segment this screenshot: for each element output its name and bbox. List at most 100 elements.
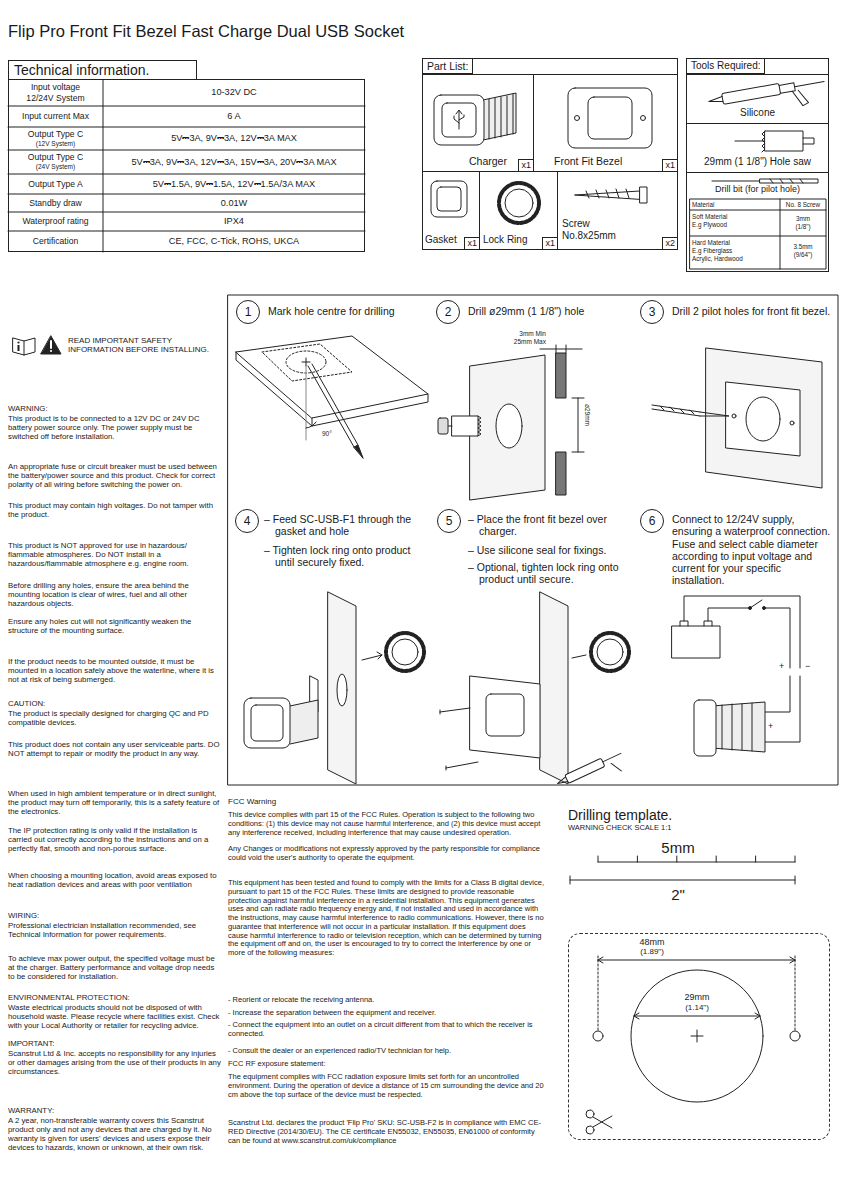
lock-ring-drawing-part <box>499 183 539 223</box>
safety-text: The IP protection rating is only valid i… <box>8 826 221 853</box>
safety-text: WIRING: <box>8 911 221 920</box>
fcc-text: Any Changes or modifications not express… <box>228 845 544 863</box>
manual-icon-part <box>13 338 35 355</box>
step2-drawing-part <box>556 353 566 495</box>
step2-drawing-part <box>438 418 448 434</box>
step3-drawing-part <box>726 382 800 456</box>
node-text: Drill bit (for pilot hole) <box>687 184 828 195</box>
fcc-text: - Reorient or relocate the receiving ant… <box>228 996 544 1005</box>
safety-text: Waste electrical products should not be … <box>8 1003 221 1030</box>
hole-saw-drawing-part <box>803 138 814 144</box>
step-number: 1 <box>236 300 260 324</box>
charger-drawing-part <box>454 110 464 129</box>
quantity-box: x1 <box>464 237 479 249</box>
bezel-drawing <box>568 88 652 148</box>
template-dimension: (1.14") <box>667 1003 727 1012</box>
step-text: 25mm Max <box>494 338 546 346</box>
drill-table-cell: (9/64") <box>780 251 826 258</box>
fcc-text: FCC Warning <box>228 797 544 806</box>
step1-drawing-part <box>354 445 363 458</box>
step2-drawing-part <box>448 426 452 427</box>
steps-frame <box>228 295 838 785</box>
silicone-gun-drawing-part <box>792 89 809 107</box>
step6-drawing-part <box>680 621 712 626</box>
step2-drawing-part <box>540 345 582 353</box>
spec-table-cell: Input voltage <box>8 82 103 92</box>
spec-table-cell: (24V System) <box>8 163 103 171</box>
drill-table-cell: (1/8") <box>780 223 826 230</box>
gasket-drawing <box>431 181 467 217</box>
quantity-box: x1 <box>542 237 557 249</box>
step-number: 5 <box>437 509 461 533</box>
scale-ruler-part <box>598 856 795 862</box>
step1-drawing-part <box>306 422 316 428</box>
step2-drawing-part <box>452 416 478 436</box>
silicone-gun-drawing-part <box>795 82 825 87</box>
step4-drawing-part <box>328 592 356 784</box>
drill-bit-drawing-part <box>712 181 760 182</box>
drilling-template: Drilling template.WARNING CHECK SCALE 1:… <box>568 933 830 1140</box>
box-heading: Technical information. <box>8 60 197 79</box>
step1-drawing-part <box>236 352 428 426</box>
spec-table-cell: CE, FCC, C-Tick, ROHS, UKCA <box>103 236 365 247</box>
template-drawing-part <box>593 1031 603 1041</box>
safety-text: Professional electrician installation re… <box>8 921 221 939</box>
step-text: 90° <box>322 430 340 438</box>
step3-drawing-part <box>700 412 729 416</box>
template-drawing-part <box>691 1030 703 1042</box>
step6-drawing-part <box>708 600 790 668</box>
node-text: 6 <box>641 514 663 528</box>
hole-saw-drawing-part <box>762 131 765 152</box>
part-cell: Chargerx1 <box>422 74 534 172</box>
drill-table-grid-part <box>690 199 826 269</box>
template-drawing <box>593 955 800 1102</box>
safety-text: An appropriate fuse or circuit breaker m… <box>8 462 221 489</box>
template-dimension: 29mm <box>672 992 722 1003</box>
part-cell: Gasketx1 <box>422 171 480 250</box>
spec-table-cell: 6 A <box>103 111 365 122</box>
scissors-icon-part <box>593 1116 612 1128</box>
step4-drawing-part <box>290 700 318 744</box>
fcc-text: - Consult the dealer or an experienced r… <box>228 1047 544 1056</box>
step5-drawing-part <box>440 710 446 770</box>
node-text: Silicone <box>687 107 828 119</box>
drill-table-cell: E.g Plywood <box>692 221 778 228</box>
safety-text: READ IMPORTANT SAFETY INFORMATION BEFORE… <box>68 336 218 355</box>
template-dimension: (1.89") <box>622 947 682 956</box>
spec-table-cell: 5V⎓1.5A, 9V⎓1.5A, 12V⎓1.5A/3A MAX <box>103 179 365 190</box>
step5-drawing-part <box>486 694 524 736</box>
safety-text: Scanstrut Ltd & Inc. accepts no responsi… <box>8 1049 221 1076</box>
step4-drawing <box>244 592 424 784</box>
step-text: – Feed SC-USB-F1 through the gasket and … <box>264 513 426 538</box>
step4-drawing-part <box>244 698 290 748</box>
safety-text: This product may contain high voltages. … <box>8 501 221 519</box>
warning-triangle-icon-part <box>41 336 61 354</box>
step6-drawing <box>672 596 800 756</box>
step-text: – Use silicone seal for fixings. <box>468 544 628 556</box>
step-text: – Optional, tighten lock ring onto produ… <box>468 561 628 586</box>
drill-table-cell: Acrylic, Hardwood <box>692 255 778 262</box>
step6-drawing-part <box>684 596 800 668</box>
step5-drawing-part <box>556 750 628 798</box>
step-text: + <box>779 661 787 672</box>
hole-saw-drawing-part <box>765 131 803 151</box>
silicone-gun-drawing-part <box>708 97 723 104</box>
template-dimension: 2" <box>640 886 716 904</box>
spec-table-cell: Output Type C <box>8 152 103 162</box>
tool-cell: Silicone <box>686 74 829 124</box>
step6-drawing-part <box>765 676 800 742</box>
spec-table-cell: Output Type A <box>8 179 103 189</box>
step3-drawing-part <box>660 406 694 414</box>
node-text: 1 <box>237 305 259 319</box>
quantity-box: x2 <box>662 237 677 249</box>
spec-table-cell: 10-32V DC <box>103 87 365 98</box>
step2-drawing-part <box>478 416 481 436</box>
scale-ruler-part <box>570 876 795 884</box>
safety-text: When choosing a mounting location, avoid… <box>8 871 221 889</box>
template-drawing-part <box>631 970 763 1102</box>
node-text: 3 <box>641 305 663 319</box>
part-cell: Front Fit Bezelx1 <box>533 74 678 172</box>
lock-ring-drawing-part <box>505 189 533 217</box>
step1-drawing-part <box>302 358 310 366</box>
